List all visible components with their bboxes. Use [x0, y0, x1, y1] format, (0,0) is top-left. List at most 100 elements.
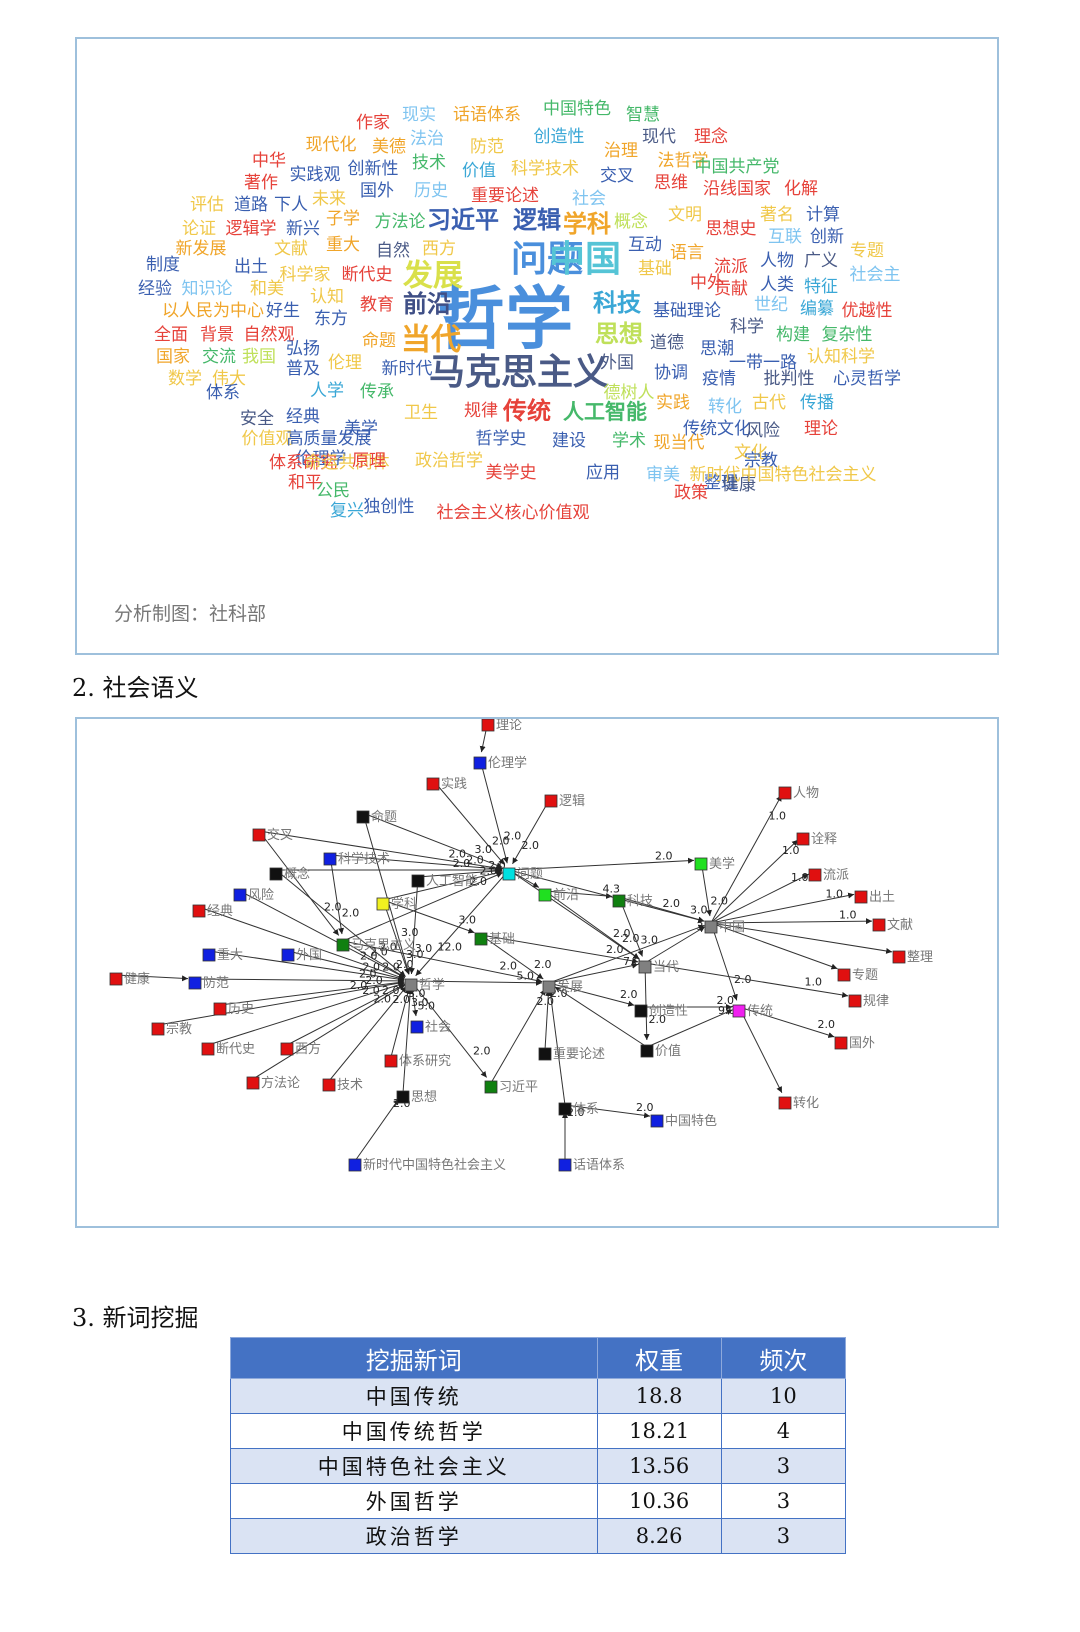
- network-edge: [710, 873, 809, 924]
- table-row: 政治哲学 8.26 3: [230, 1518, 847, 1554]
- cloud-word: 中外: [690, 273, 724, 293]
- cloud-word: 习近平: [427, 206, 499, 234]
- edge-weight-label: 2.0: [663, 897, 681, 910]
- network-node-label: 当代: [653, 960, 679, 975]
- cloud-word: 认知: [310, 287, 344, 307]
- cloud-word: 复杂性: [822, 325, 873, 345]
- network-node-label: 人物: [793, 786, 819, 801]
- network-edge: [548, 924, 705, 984]
- network-edge: [208, 950, 405, 983]
- network-node-label: 基础: [489, 932, 515, 947]
- cloud-word: 哲学史: [476, 429, 527, 449]
- network-node: [872, 918, 886, 932]
- cloud-word: 国外: [360, 181, 394, 201]
- cell-word: 中国传统: [230, 1378, 598, 1414]
- network-node: [694, 857, 708, 871]
- cloud-word: 思想: [595, 320, 643, 348]
- cloud-word: 历史: [414, 181, 448, 201]
- network-edge: [362, 812, 503, 869]
- cloud-word: 思潮: [700, 339, 734, 359]
- network-edge: [286, 983, 406, 1046]
- network-node: [269, 867, 283, 881]
- cloud-word: 思想史: [706, 219, 757, 239]
- cloud-word: 前沿: [403, 290, 451, 318]
- edge-weight-label: 2.0: [342, 907, 360, 920]
- cloud-word: 传承: [360, 382, 394, 402]
- network-node: [233, 888, 247, 902]
- cell-frequency: 3: [720, 1518, 847, 1554]
- cloud-word: 原理: [352, 451, 386, 471]
- network-node-label: 科学技术: [338, 851, 390, 867]
- cloud-word: 方法论: [375, 212, 426, 232]
- network-edge: [382, 870, 503, 901]
- cloud-word: 智慧: [626, 105, 660, 125]
- cloud-word: 全面: [154, 325, 188, 345]
- cloud-word: 体系研究: [269, 453, 337, 473]
- network-node-label: 体系研究: [399, 1054, 451, 1069]
- network-edge: [354, 1098, 400, 1162]
- cell-weight: 8.26: [596, 1518, 722, 1554]
- cloud-word: 审美: [646, 465, 680, 485]
- edge-weight-label: 2.0: [360, 950, 378, 963]
- network-edge: [710, 794, 783, 924]
- cloud-word: 认知科学: [807, 347, 875, 367]
- edge-weight-label: 3.0: [641, 934, 659, 947]
- network-node: [213, 1002, 227, 1016]
- cloud-word: 批判性: [764, 369, 815, 389]
- cloud-word: 人物: [760, 251, 794, 271]
- network-node-label: 科技: [627, 894, 653, 909]
- cloud-word: 自然观: [244, 325, 295, 345]
- edge-weight-label: 2.0: [620, 988, 638, 1001]
- column-header-word: 挖掘新词: [230, 1337, 598, 1379]
- cloud-word: 社会主: [850, 265, 901, 285]
- network-node-label: 历史: [228, 1002, 254, 1017]
- cloud-word: 科技: [593, 289, 642, 317]
- network-edge: [508, 869, 640, 960]
- table-row: 中国传统 18.8 10: [230, 1378, 847, 1414]
- network-node-label: 哲学: [419, 977, 445, 993]
- network-node-label: 诠释: [811, 832, 837, 847]
- edge-weight-label: 2.0: [734, 973, 752, 986]
- cell-frequency: 10: [720, 1378, 847, 1414]
- edge-weight-label: 2.0: [449, 847, 467, 860]
- cloud-word: 中国: [549, 239, 621, 280]
- network-node-label: 防范: [203, 975, 229, 991]
- edge-weight-label: 1.0: [826, 888, 844, 901]
- cloud-word: 心灵哲学: [833, 369, 901, 389]
- cloud-word: 哲学: [437, 281, 573, 360]
- network-node-label: 学科: [391, 896, 417, 912]
- cloud-word: 现代化: [306, 135, 357, 155]
- edge-weight-label: 2.0: [374, 993, 392, 1006]
- table-row: 外国哲学 10.36 3: [230, 1483, 847, 1519]
- cloud-word: 特征: [804, 277, 838, 297]
- network-node: [638, 960, 652, 974]
- edge-weight-label: 2.0: [473, 1045, 491, 1058]
- cloud-word: 理论: [804, 419, 838, 439]
- cloud-word: 广义: [804, 251, 838, 271]
- edge-weight-label: 2.0: [606, 943, 624, 956]
- cloud-word: 美学: [344, 419, 378, 439]
- network-node-label: 概念: [284, 866, 310, 882]
- network-node: [542, 980, 556, 994]
- cloud-word: 好生: [266, 301, 300, 321]
- cloud-word: 著作: [244, 173, 278, 193]
- network-node: [384, 1054, 398, 1068]
- network-edge: [402, 987, 414, 1094]
- network-edge: [157, 980, 405, 1026]
- cell-word: 外国哲学: [230, 1483, 598, 1519]
- cloud-word: 健康: [722, 475, 756, 495]
- network-node-label: 重要论述: [553, 1046, 605, 1062]
- cloud-word: 卫生: [404, 403, 438, 423]
- network-node-label: 中国特色: [665, 1113, 717, 1129]
- edge-weight-label: 3.0: [406, 948, 424, 961]
- network-edge: [410, 980, 488, 1078]
- network-node-label: 理论: [496, 719, 522, 733]
- cloud-word: 专题: [850, 241, 884, 261]
- cloud-word: 传播: [800, 393, 834, 413]
- edge-weight-label: 2.0: [470, 875, 488, 888]
- edge-weight-label: 4.3: [603, 883, 621, 896]
- network-node: [732, 1004, 746, 1018]
- cell-weight: 18.8: [596, 1378, 722, 1414]
